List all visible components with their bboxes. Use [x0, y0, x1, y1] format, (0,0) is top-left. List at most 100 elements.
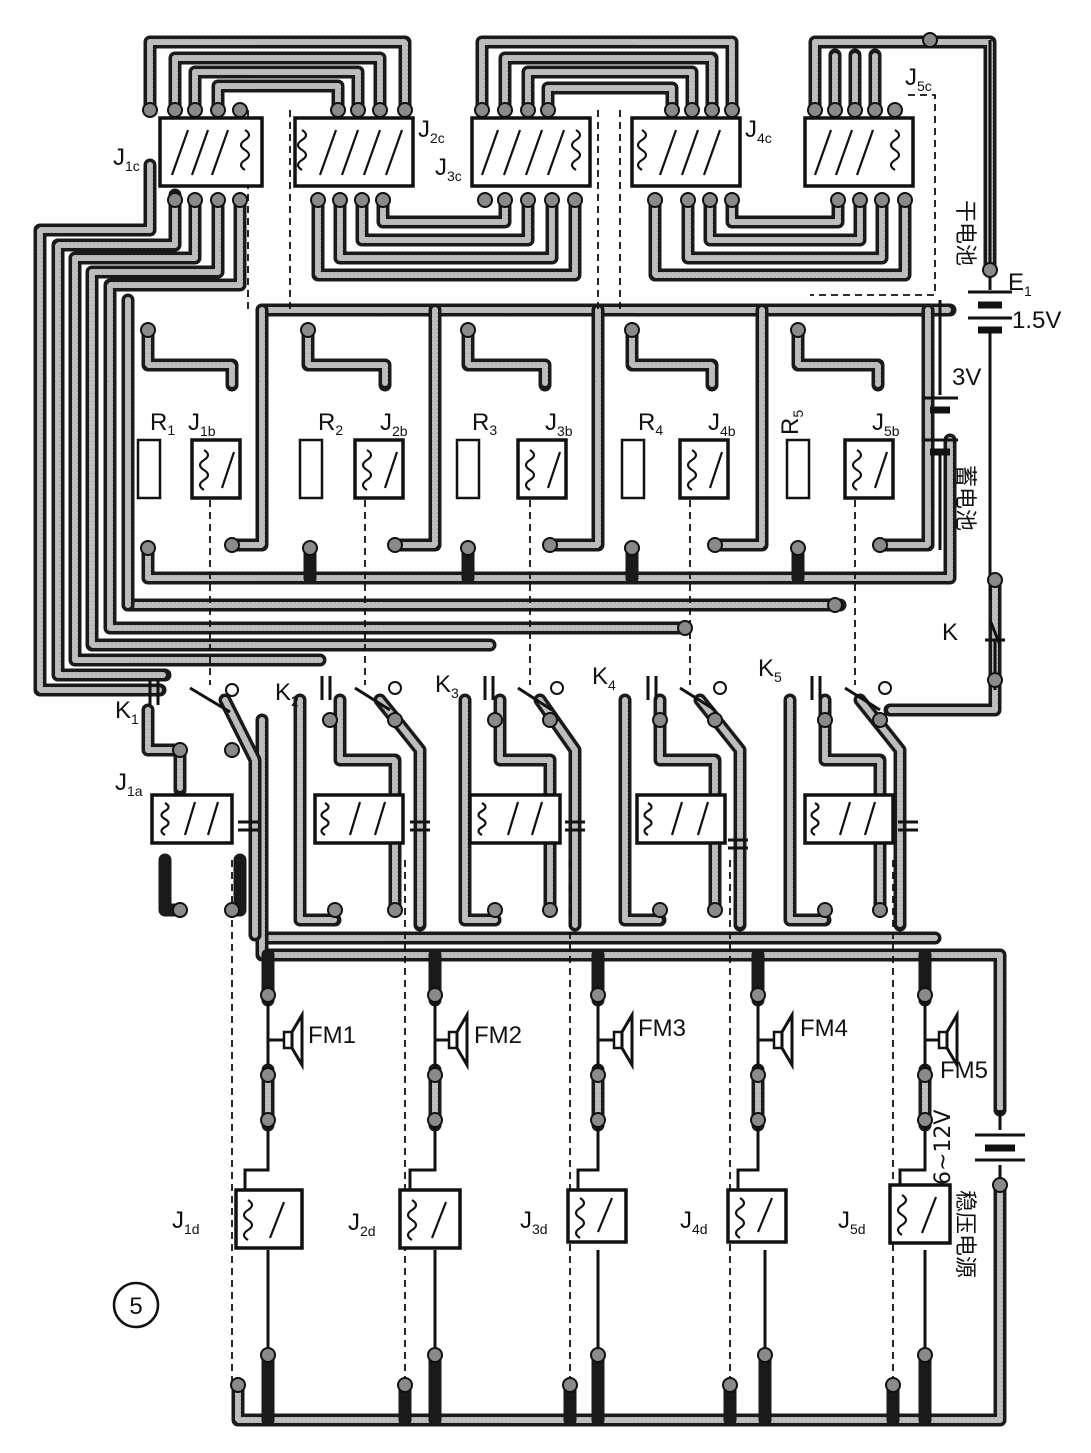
capacitors — [238, 820, 918, 850]
switch-k4 — [646, 676, 727, 712]
figure-number: 5 — [129, 1293, 142, 1320]
solder-pad — [140, 322, 156, 338]
solder-pad — [652, 712, 668, 728]
solder-pad — [917, 1067, 933, 1083]
buzzer-fm4 — [772, 1009, 794, 1071]
label-k4: K4 — [592, 663, 616, 693]
label-fm2: FM2 — [474, 1022, 522, 1049]
resistor-r2 — [298, 438, 324, 500]
solder-pad — [210, 192, 226, 208]
relay-j3c — [470, 116, 592, 188]
relay-j4c — [630, 116, 742, 188]
solder-pad — [987, 672, 1003, 688]
relay-j1a — [150, 793, 234, 845]
resistor-r3 — [455, 438, 481, 500]
relay-j4b — [678, 438, 730, 500]
solder-pad — [750, 1112, 766, 1128]
solder-pad — [167, 102, 183, 118]
solder-pad — [497, 102, 513, 118]
label-fm4: FM4 — [800, 1015, 848, 1042]
solder-pad — [872, 537, 888, 553]
solder-pad — [172, 902, 188, 918]
label-e1: E1 — [1008, 269, 1032, 299]
solder-pad — [872, 902, 888, 918]
label-j3b: J3b — [545, 409, 573, 439]
solder-pad — [562, 1377, 578, 1393]
solder-pad — [520, 192, 536, 208]
solder-pad — [300, 322, 316, 338]
relay-j2b — [353, 438, 405, 500]
solder-pad — [887, 102, 903, 118]
solder-pad — [232, 192, 248, 208]
solder-pad — [427, 1112, 443, 1128]
figure-number-circle — [112, 1281, 160, 1329]
label-j4b: J4b — [708, 409, 736, 439]
solder-pad — [487, 712, 503, 728]
label-dry-cell: 干电池 — [952, 200, 977, 266]
label-j1a: J1a — [115, 769, 143, 799]
solder-pad — [807, 102, 823, 118]
solder-pad — [544, 192, 560, 208]
solder-pad — [817, 902, 833, 918]
solder-pad — [757, 1347, 773, 1363]
solder-pad — [397, 1377, 413, 1393]
solder-pad — [260, 1112, 276, 1128]
label-r3: R3 — [472, 409, 497, 438]
battery-e1 — [968, 290, 1012, 334]
solder-pad — [142, 102, 158, 118]
battery-regulated — [975, 1133, 1025, 1162]
solder-pad — [724, 102, 740, 118]
resistor-r5 — [785, 438, 811, 500]
solder-pad — [590, 1112, 606, 1128]
solder-pad — [724, 192, 740, 208]
buzzer-fm5 — [937, 1009, 959, 1071]
solder-pad — [372, 102, 388, 118]
solder-pad — [827, 102, 843, 118]
solder-pad — [567, 192, 583, 208]
switch-k3 — [483, 676, 564, 712]
label-regulated-voltage: 6~12V — [931, 1110, 956, 1185]
solder-pad — [232, 102, 248, 118]
label-k3: K3 — [435, 671, 459, 701]
switch-k1 — [148, 680, 239, 714]
label-j5d: J5d — [838, 1207, 866, 1237]
solder-pad — [167, 192, 183, 208]
solder-pad — [322, 712, 338, 728]
solder-pad — [707, 902, 723, 918]
solder-pad — [310, 192, 326, 208]
solder-pad — [497, 192, 513, 208]
solder-pad — [847, 102, 863, 118]
dashed-links — [209, 94, 936, 1385]
resistor-r1 — [136, 438, 162, 500]
buzzer-fm2 — [447, 1009, 469, 1071]
solder-pad — [867, 102, 883, 118]
label-r2: R2 — [318, 409, 343, 438]
solder-pad — [704, 102, 720, 118]
solder-pad — [487, 902, 503, 918]
label-e1-voltage: 1.5V — [1012, 307, 1061, 334]
resistor-r4 — [620, 438, 646, 500]
label-j3d: J3d — [520, 1207, 548, 1237]
solder-pad — [427, 987, 443, 1003]
solder-pad — [327, 902, 343, 918]
switch-k5 — [810, 676, 892, 712]
solder-pad — [474, 102, 490, 118]
solder-pad — [427, 1347, 443, 1363]
relay-j1d — [234, 1188, 304, 1250]
solder-pad — [387, 712, 403, 728]
relay-j2c — [293, 116, 415, 188]
label-storage-battery: 蓄电池 — [952, 465, 977, 531]
solder-pad — [520, 102, 536, 118]
solder-pad — [590, 1347, 606, 1363]
solder-pad — [542, 537, 558, 553]
relay-j2a — [313, 793, 405, 845]
solder-pad — [350, 102, 366, 118]
solder-pad — [302, 540, 318, 556]
label-r5: R5 — [777, 410, 806, 435]
relay-j3b — [516, 438, 568, 500]
solder-pad — [647, 192, 663, 208]
solder-pad — [187, 102, 203, 118]
label-k1: K1 — [115, 697, 139, 727]
solder-pad — [260, 1347, 276, 1363]
solder-pad — [702, 192, 718, 208]
